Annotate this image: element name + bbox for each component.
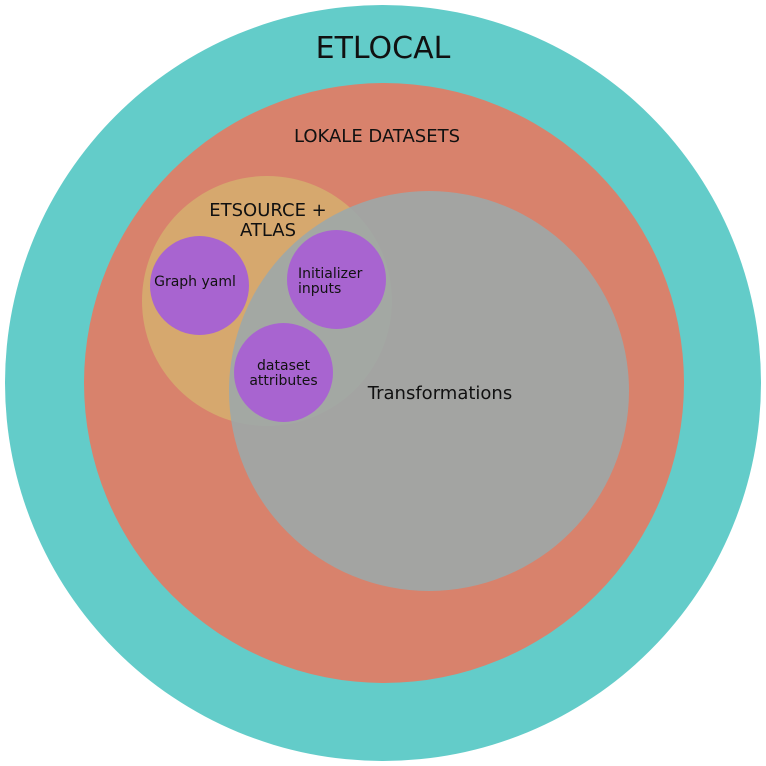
etlocal-label: ETLOCAL [315,31,451,66]
dataset-attributes-circle [234,323,333,422]
dataset-attributes-label: dataset attributes [249,358,318,390]
graph-yaml-circle [150,236,249,335]
lokale-datasets-label: LOKALE DATASETS [293,126,461,147]
initializer-inputs-label: Initializer inputs [298,266,363,298]
initializer-inputs-circle [287,230,386,329]
transformations-label: Transformations [367,383,513,404]
etsource-atlas-label: ETSOURCE + ATLAS [209,200,327,241]
graph-yaml-label: Graph yaml [154,274,236,290]
